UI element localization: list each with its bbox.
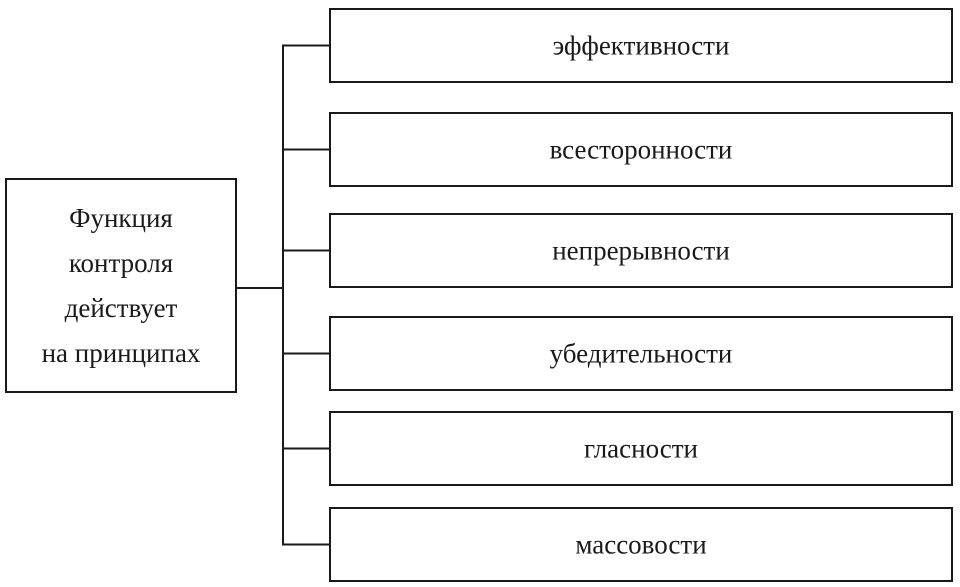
principle-item: непрерывности (329, 213, 953, 288)
principle-item: массовости (329, 507, 953, 582)
root-line-3: действует (65, 293, 178, 323)
principle-label: убедительности (550, 339, 733, 369)
principle-item: всесторонности (329, 112, 953, 187)
root-line-4: на принципах (42, 338, 201, 368)
principle-box (329, 112, 953, 187)
principle-list: эффективности всесторонности непрерывности… (329, 8, 953, 582)
principle-item: эффективности (329, 8, 953, 83)
principle-label: непрерывности (552, 236, 730, 266)
root-box (5, 178, 237, 393)
principle-label: гласности (584, 434, 698, 464)
principle-item: убедительности (329, 316, 953, 391)
principle-label: эффективности (553, 31, 730, 61)
principle-box (329, 507, 953, 582)
root-line-1: Функция (69, 203, 173, 233)
root-line-2: контроля (69, 248, 173, 278)
principle-box (329, 8, 953, 83)
principle-box (329, 316, 953, 391)
connectors (235, 44, 331, 546)
principle-label: массовости (575, 530, 706, 560)
principle-box (329, 213, 953, 288)
principle-label: всесторонности (550, 135, 733, 165)
principle-item: гласности (329, 411, 953, 486)
root-node: Функция контроля действует на принципах (5, 178, 237, 393)
principle-box (329, 411, 953, 486)
